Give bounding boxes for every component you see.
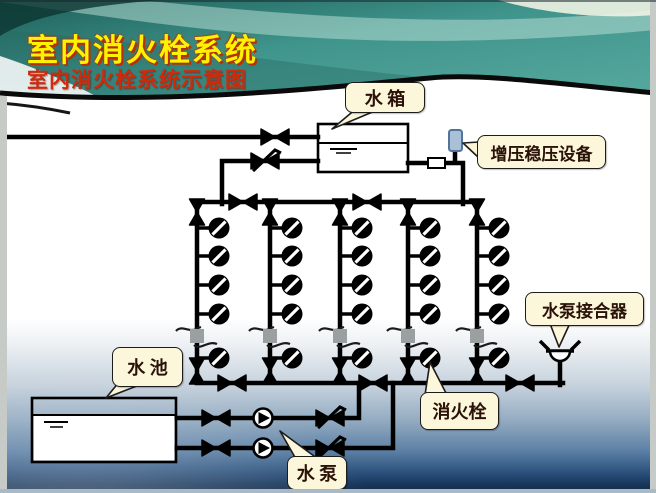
pressure-stabilizer-label: 增压稳压设备 xyxy=(490,144,593,164)
water-tank xyxy=(316,122,410,174)
header-banner xyxy=(0,0,656,118)
pressure-device-icon xyxy=(448,129,463,152)
page-subtitle: 室内消火栓系统示意图 xyxy=(27,68,247,92)
fire-hydrant-label: 消火栓 xyxy=(432,402,487,422)
water-tank-label: 水 箱 xyxy=(364,88,406,109)
page-title: 室内消火栓系统 xyxy=(27,33,258,68)
water-pump-callout: 水 泵 xyxy=(287,456,347,490)
fire-hydrant-callout: 消火栓 xyxy=(420,392,499,430)
slide-frame-top xyxy=(0,0,656,2)
pressure-stabilizer-callout: 增压稳压设备 xyxy=(477,135,606,169)
water-pump-label: 水 泵 xyxy=(296,464,338,484)
pump-adapter-label: 水泵接合器 xyxy=(542,301,627,321)
pump-adapter-icon xyxy=(538,339,582,363)
water-pool-label: 水 池 xyxy=(127,358,168,378)
slide-frame-left xyxy=(0,96,7,489)
pump-adapter-callout: 水泵接合器 xyxy=(525,292,644,326)
slide-frame-right xyxy=(650,0,656,489)
water-tank-callout: 水 箱 xyxy=(345,82,425,113)
water-pool xyxy=(30,396,178,464)
slide-frame-bottom xyxy=(0,489,656,493)
water-pool-callout: 水 池 xyxy=(112,347,183,387)
flow-device-icon xyxy=(427,157,446,169)
